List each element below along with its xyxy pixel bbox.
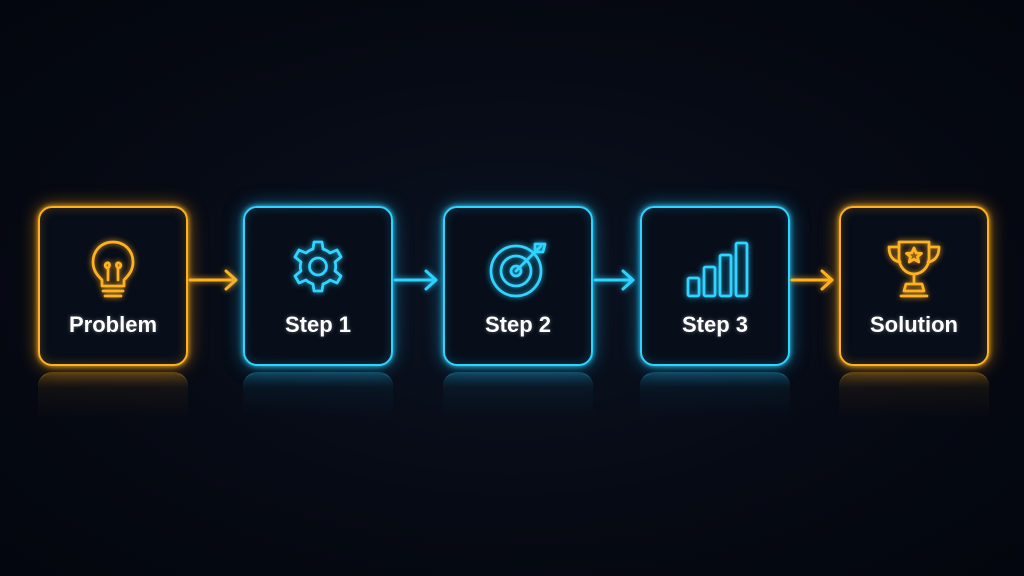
lightbulb-icon — [78, 234, 148, 304]
edge-step-2-to-step-3 — [593, 266, 637, 294]
edge-problem-to-step-1 — [188, 266, 240, 294]
node-label: Step 2 — [484, 312, 552, 337]
node-problem: Problem — [38, 206, 188, 366]
node-label: Step 3 — [681, 312, 749, 337]
target-icon — [483, 234, 553, 304]
edge-step-3-to-solution — [790, 266, 836, 294]
node-reflection — [243, 372, 393, 420]
node-reflection — [38, 372, 188, 420]
gear-icon — [283, 234, 353, 304]
trophy-icon — [879, 234, 949, 304]
node-label: Solution — [870, 312, 958, 337]
node-reflection — [839, 372, 989, 420]
edge-step-1-to-step-2 — [393, 266, 440, 294]
node-solution: Solution — [839, 206, 989, 366]
node-step-2: Step 2 — [443, 206, 593, 366]
node-label: Step 1 — [284, 312, 352, 337]
node-reflection — [443, 372, 593, 420]
node-step-1: Step 1 — [243, 206, 393, 366]
bar-chart-icon — [680, 234, 750, 304]
node-label: Problem — [68, 312, 158, 337]
node-step-3: Step 3 — [640, 206, 790, 366]
node-reflection — [640, 372, 790, 420]
